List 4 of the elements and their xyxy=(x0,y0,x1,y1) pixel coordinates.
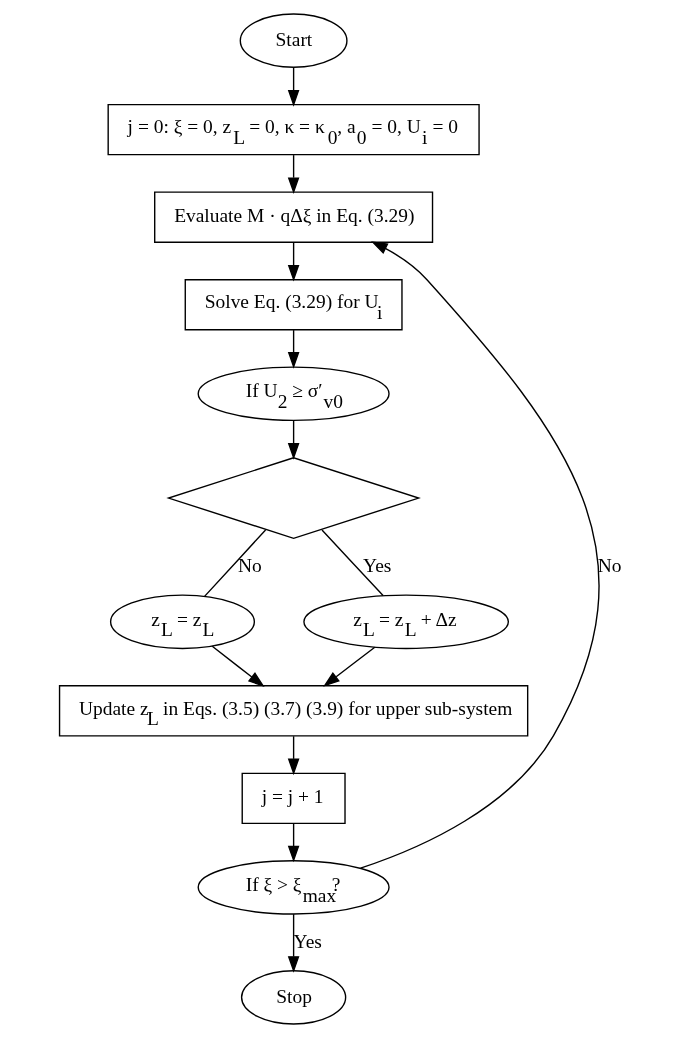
edge-label: Yes xyxy=(362,554,391,576)
edge-label: Yes xyxy=(293,930,322,952)
edge-label: No xyxy=(597,554,622,576)
edge-label: No xyxy=(237,554,262,576)
